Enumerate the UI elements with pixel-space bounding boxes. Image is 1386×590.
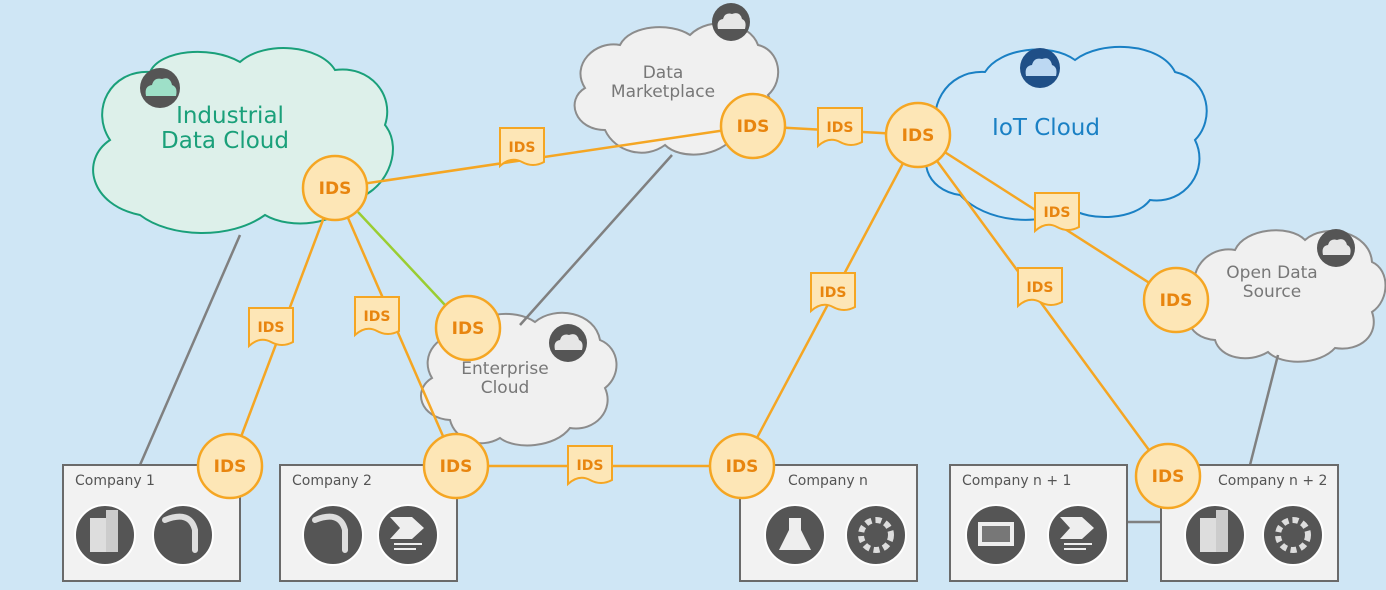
open-data-cloud-line1: Open Data [1226, 263, 1318, 283]
container-icon [965, 504, 1027, 566]
ids-document-marker: IDS [499, 127, 545, 167]
gear-icon [845, 504, 907, 566]
svg-text:IDS: IDS [1044, 205, 1071, 221]
svg-text:IDS: IDS [737, 117, 770, 137]
svg-text:IDS: IDS [452, 319, 485, 339]
svg-text:IDS: IDS [726, 457, 759, 477]
ids-document-marker: IDS [817, 107, 863, 147]
ids-document-marker: IDS [354, 296, 400, 336]
marketplace-cloud-label: Data Marketplace [598, 64, 728, 101]
company-label: Company 1 [75, 473, 155, 489]
enterprise-cloud-line1: Enterprise [461, 359, 549, 379]
ids-document-marker: IDS [567, 445, 613, 485]
ids-document-marker: IDS [1034, 192, 1080, 232]
ids-document-marker: IDS [810, 272, 856, 312]
open-data-cloud-line2: Source [1242, 281, 1302, 302]
ids-connector: IDS [708, 432, 776, 500]
industrial-cloud-line1: Industrial [176, 103, 284, 129]
svg-text:IDS: IDS [827, 120, 854, 136]
ids-document-marker: IDS [248, 307, 294, 347]
svg-text:IDS: IDS [214, 457, 247, 477]
svg-text:IDS: IDS [1160, 291, 1193, 311]
svg-text:IDS: IDS [440, 457, 473, 477]
svg-text:IDS: IDS [509, 140, 536, 156]
open-data-cloud-label: Open Data Source [1212, 264, 1332, 301]
robot-arm-icon [152, 504, 214, 566]
ids-connector: IDS [196, 432, 264, 500]
green-link [357, 211, 446, 306]
svg-text:IDS: IDS [319, 179, 352, 199]
ids-document-marker: IDS [1017, 267, 1063, 307]
ids-connector: IDS [422, 432, 490, 500]
ids-connector: IDS [719, 92, 787, 160]
ids-connector: IDS [1142, 266, 1210, 334]
cloud-badge-icon [712, 3, 750, 41]
industrial-cloud-line2: Data Cloud [161, 128, 289, 155]
cloud-badge-icon [140, 68, 180, 108]
company-label: Company n + 1 [962, 473, 1072, 489]
enterprise-cloud-label: Enterprise Cloud [445, 360, 565, 397]
ids-connector: IDS [1134, 442, 1202, 510]
process-flow-icon [1047, 504, 1109, 566]
company-label: Company n [788, 473, 868, 489]
svg-text:IDS: IDS [1152, 467, 1185, 487]
svg-text:IDS: IDS [577, 458, 604, 474]
svg-text:IDS: IDS [258, 320, 285, 336]
company-label: Company 2 [292, 473, 372, 489]
ids-connector: IDS [884, 101, 952, 169]
cloud-badge-icon [1020, 48, 1060, 88]
ids-connector: IDS [301, 154, 369, 222]
lab-flask-icon [764, 504, 826, 566]
marketplace-cloud-line2: Marketplace [610, 81, 716, 102]
process-flow-icon [377, 504, 439, 566]
svg-text:IDS: IDS [820, 285, 847, 301]
svg-text:IDS: IDS [1027, 280, 1054, 296]
gear-icon [1262, 504, 1324, 566]
iot-cloud-label: IoT Cloud [980, 115, 1112, 141]
svg-text:IDS: IDS [364, 309, 391, 325]
cloud-badge-icon [1317, 229, 1355, 267]
enterprise-cloud-line2: Cloud [480, 377, 530, 398]
marketplace-cloud-line1: Data [642, 63, 684, 83]
office-building-icon [74, 504, 136, 566]
office-building-icon [1184, 504, 1246, 566]
iot-cloud-line1: IoT Cloud [992, 115, 1100, 141]
grey-links [138, 154, 1280, 524]
cloud-badge-icon [549, 324, 587, 362]
robot-arm-icon [302, 504, 364, 566]
svg-text:IDS: IDS [902, 126, 935, 146]
industrial-cloud-label: Industrial Data Cloud [160, 103, 300, 155]
company-label: Company n + 2 [1218, 473, 1328, 489]
ids-connector: IDS [434, 294, 502, 362]
